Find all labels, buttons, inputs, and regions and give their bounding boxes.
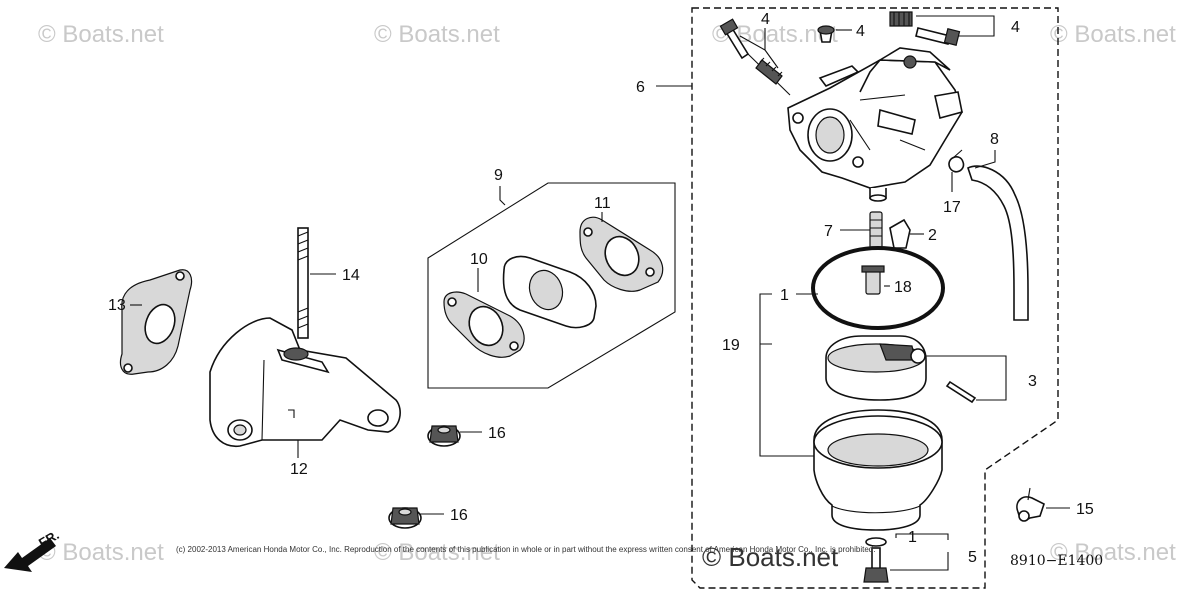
watermark: © Boats.net [1050, 21, 1176, 48]
carburetor-insulator [502, 255, 597, 329]
part-label-14: 14 [342, 267, 360, 284]
part-labels: 4 4 4 6 8 17 7 2 18 1 19 3 9 11 10 13 14… [108, 11, 1094, 566]
fuel-tube [967, 165, 1029, 321]
carburetor-assembly-boundary [691, 7, 1059, 589]
pilot-screw [719, 18, 791, 96]
part-label-13: 13 [108, 297, 126, 314]
part-label-12: 12 [290, 461, 308, 478]
part-label-2: 2 [928, 227, 937, 244]
watermark: © Boats.net [374, 21, 500, 48]
part-label-8: 8 [990, 131, 999, 148]
gasket-11 [579, 216, 664, 292]
part-label-9: 9 [494, 167, 503, 184]
part-label-10: 10 [470, 251, 488, 268]
throttle-stop-spring [755, 57, 783, 85]
front-arrow-icon [4, 538, 56, 572]
diagram-code: 8910−E1400 [1010, 553, 1103, 569]
float-chamber [813, 409, 943, 531]
flange-nut [388, 507, 422, 529]
main-jet [861, 265, 885, 295]
part-label-19: 19 [722, 337, 740, 354]
intake-manifold [209, 317, 401, 447]
watermark: © Boats.net [38, 21, 164, 48]
watermarks: © Boats.net © Boats.net © Boats.net © Bo… [38, 21, 1176, 566]
part-label-4: 4 [761, 11, 770, 28]
part-label-16: 16 [488, 425, 506, 442]
watermark: © Boats.net [38, 539, 164, 566]
part-label-4: 4 [856, 23, 865, 40]
leader-lines [130, 15, 1070, 571]
watermark: © Boats.net [374, 539, 500, 566]
carburetor-body [787, 47, 963, 202]
drain-bolt [863, 537, 889, 583]
part-label-11: 11 [594, 195, 611, 212]
gasket-10 [443, 291, 525, 358]
throttle-screw-spring [889, 11, 961, 46]
tube-clamp [1016, 487, 1045, 522]
float-pin-clip [889, 218, 911, 249]
part-label-15: 15 [1076, 501, 1094, 518]
part-label-3: 3 [1028, 373, 1037, 390]
watermark: © Boats.net [1050, 539, 1176, 566]
float [825, 335, 927, 401]
part-label-4: 4 [1011, 19, 1020, 36]
part-label-5: 5 [968, 549, 977, 566]
gasket-set-boundary [427, 182, 676, 389]
part-label-7: 7 [824, 223, 833, 240]
part-label-1: 1 [780, 287, 789, 304]
small-screw [817, 25, 835, 43]
watermark-prominent: © Boats.net [702, 542, 839, 572]
tube-clip [948, 149, 965, 173]
copyright-notice: (c) 2002-2013 American Honda Motor Co., … [176, 545, 875, 554]
float-chamber-gasket [811, 246, 945, 330]
manifold-gasket [119, 269, 193, 375]
part-label-6: 6 [636, 79, 645, 96]
float-valve [869, 211, 883, 249]
float-pin [945, 380, 977, 404]
part-label-16: 16 [450, 507, 468, 524]
part-label-17: 17 [943, 199, 961, 216]
stud-bolt [297, 227, 309, 339]
part-label-18: 18 [894, 279, 912, 296]
part-label-1: 1 [908, 529, 917, 546]
flange-nut [427, 425, 461, 447]
